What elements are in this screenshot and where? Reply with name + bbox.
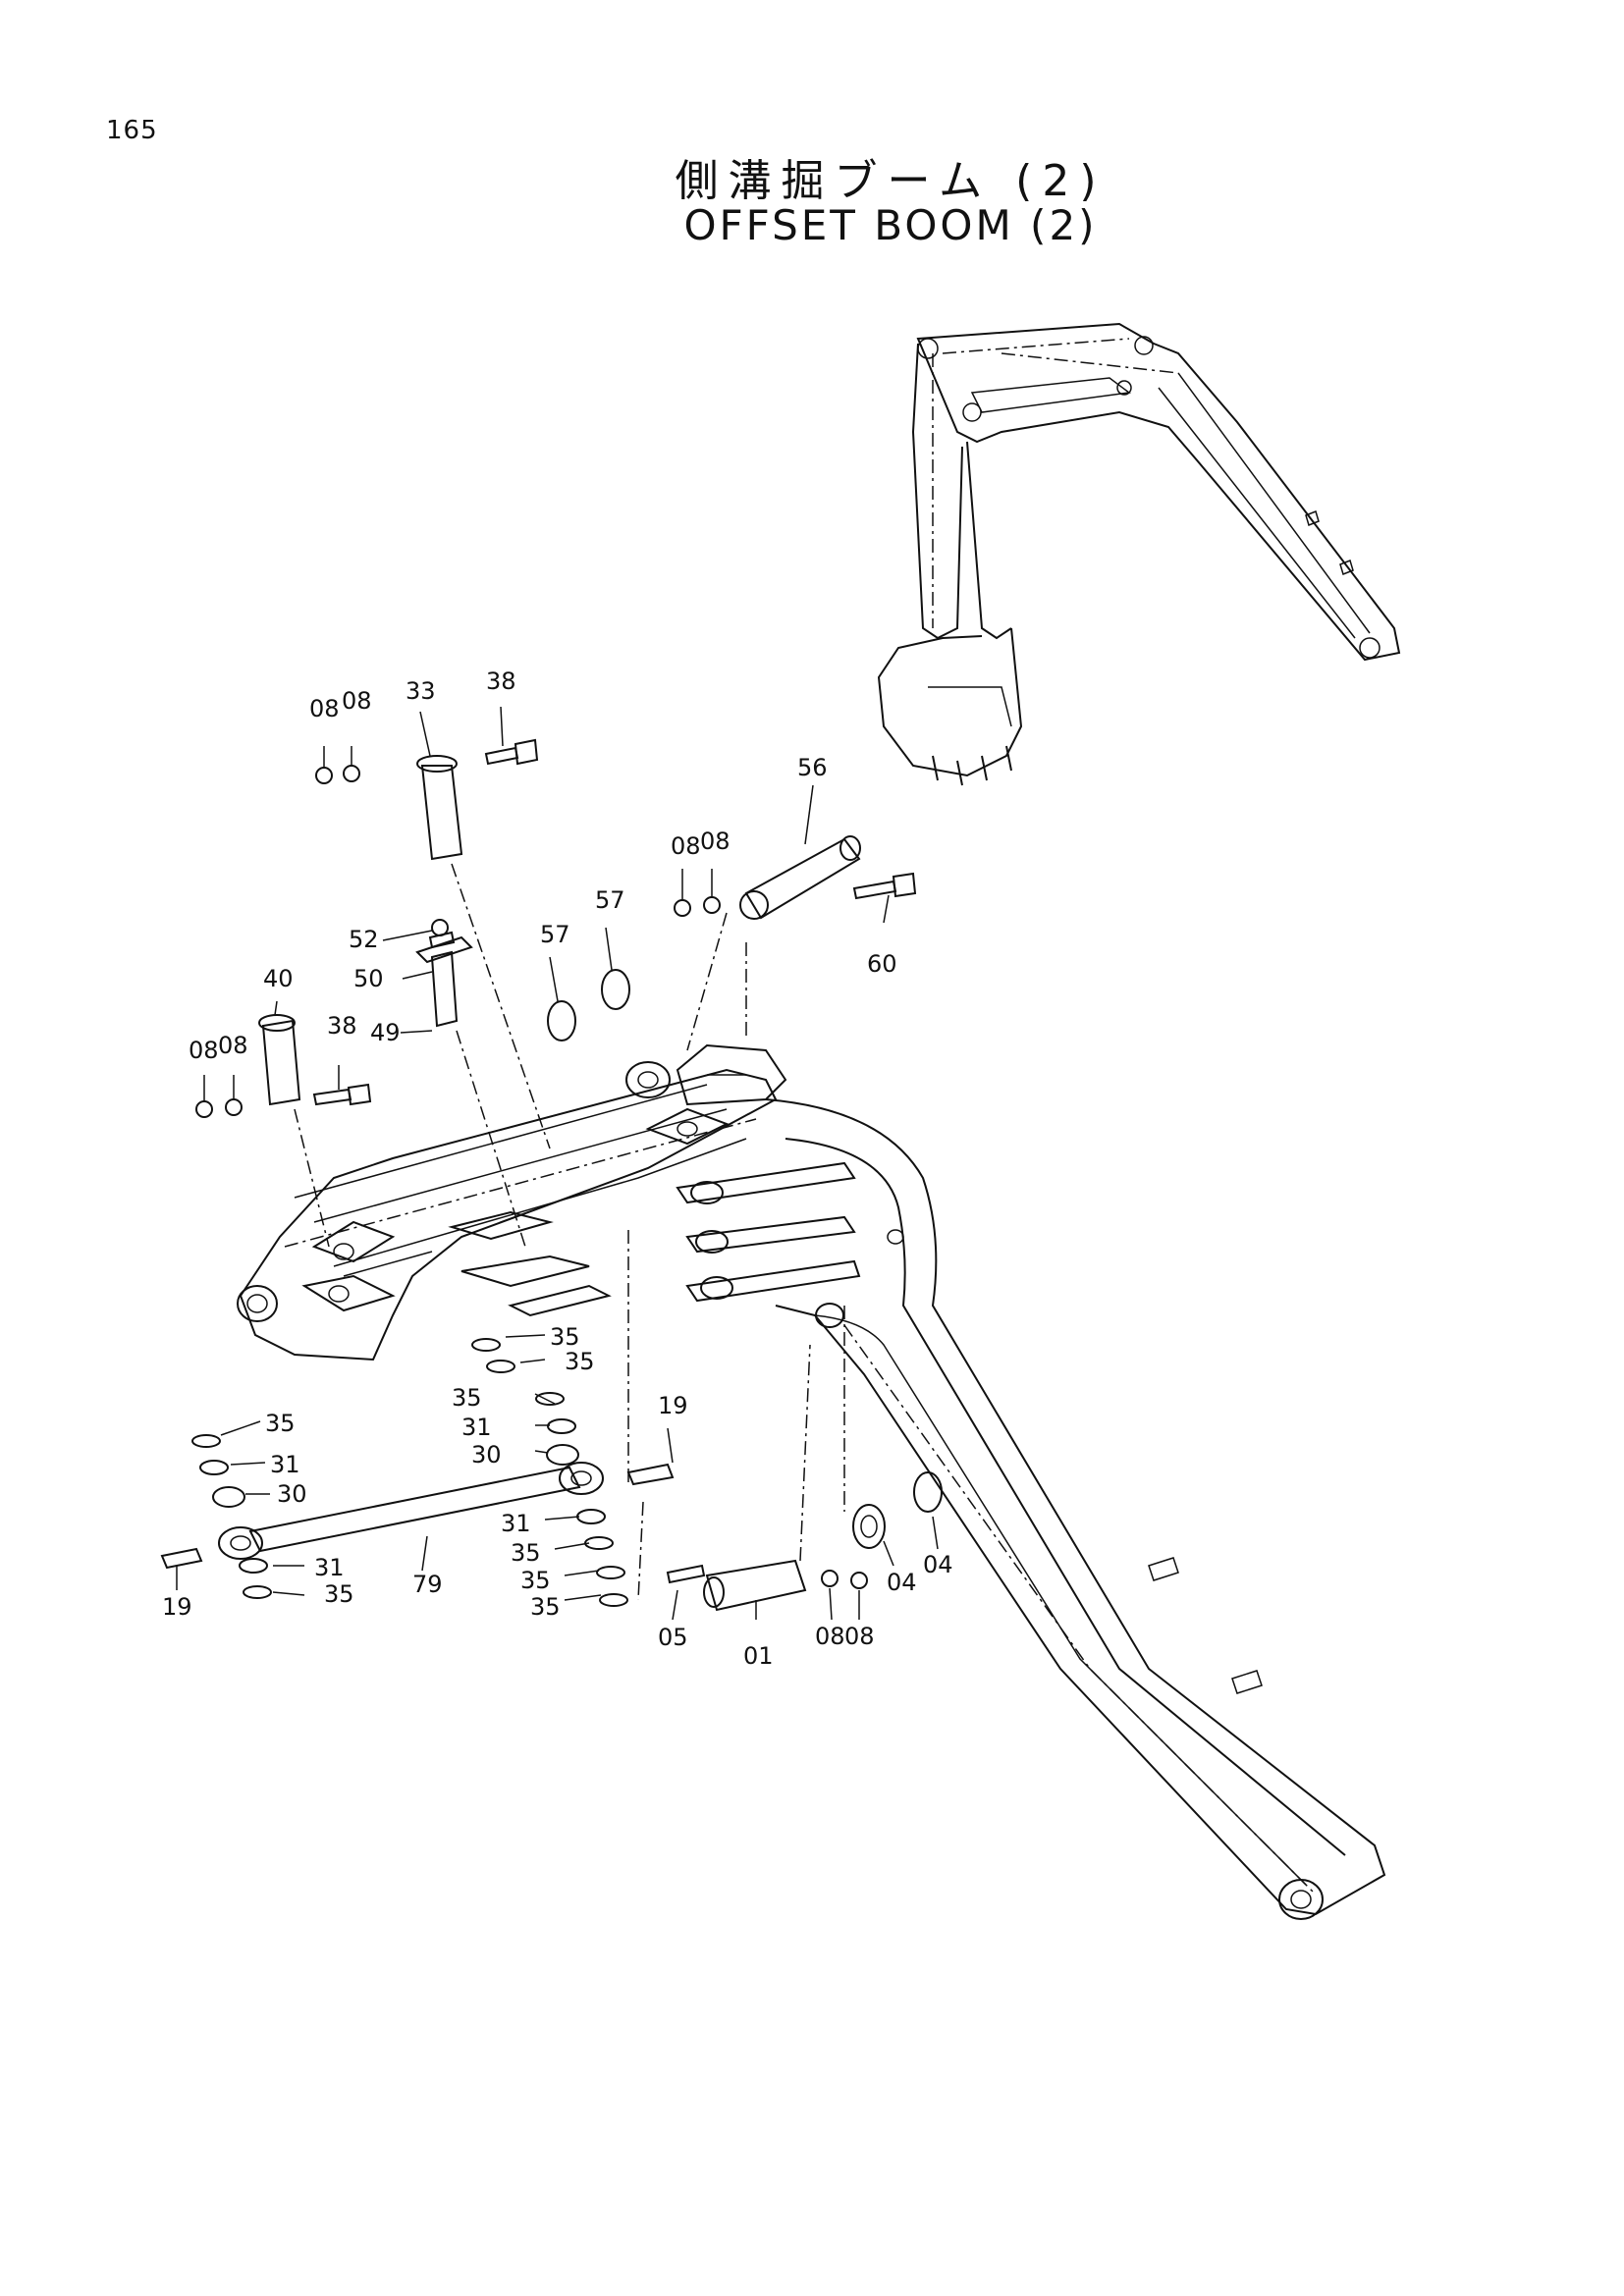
callout-57: 57 <box>595 886 625 914</box>
callout-35: 35 <box>520 1567 551 1594</box>
callout-35: 35 <box>530 1593 561 1621</box>
callout-08: 08 <box>844 1623 875 1650</box>
pin-56-assembly <box>674 835 917 1051</box>
callout-35: 35 <box>324 1580 354 1608</box>
title-english: OFFSET BOOM (2) <box>683 201 1098 249</box>
callout-79: 79 <box>412 1571 443 1598</box>
callout-60: 60 <box>867 950 897 978</box>
callout-50: 50 <box>353 965 384 992</box>
callout-35: 35 <box>550 1323 580 1351</box>
pin-01-assembly <box>666 1344 868 1612</box>
callout-56: 56 <box>797 754 828 781</box>
link-rod-79 <box>160 1462 675 1570</box>
washers-04 <box>843 1306 943 1549</box>
callout-08: 08 <box>671 832 701 860</box>
callout-49: 49 <box>370 1019 401 1046</box>
callout-08: 08 <box>309 695 340 722</box>
callout-52: 52 <box>349 926 379 953</box>
callout-35: 35 <box>511 1539 541 1567</box>
callout-31: 31 <box>314 1554 345 1581</box>
page-number: 165 <box>106 116 158 145</box>
callout-19: 19 <box>658 1392 688 1419</box>
callout-31: 31 <box>501 1510 531 1537</box>
callout-35: 35 <box>565 1348 595 1375</box>
title-japanese: 側溝掘ブーム (2) <box>675 156 1107 206</box>
callout-38: 38 <box>486 667 516 695</box>
callout-04: 04 <box>887 1569 917 1596</box>
callout-01: 01 <box>743 1642 774 1670</box>
part-callouts: 08 08 33 38 56 08 08 57 57 60 52 50 49 4… <box>162 667 953 1670</box>
callout-31: 31 <box>270 1451 300 1478</box>
offset-boom-main <box>237 1043 1386 1920</box>
callout-33: 33 <box>406 677 436 705</box>
callout-08: 08 <box>815 1623 845 1650</box>
callout-30: 30 <box>277 1480 307 1508</box>
callout-31: 31 <box>461 1414 492 1441</box>
pin-40-assembly <box>195 1014 372 1248</box>
callout-05: 05 <box>658 1624 688 1651</box>
callout-08: 08 <box>189 1037 219 1064</box>
pin-49-assembly <box>415 919 526 1248</box>
callout-57: 57 <box>540 921 570 948</box>
callout-04: 04 <box>923 1551 953 1578</box>
callout-40: 40 <box>263 965 294 992</box>
callout-35: 35 <box>452 1384 482 1412</box>
leader-lines <box>176 706 939 1621</box>
callout-08: 08 <box>700 828 731 855</box>
callout-08: 08 <box>218 1032 248 1059</box>
callout-38: 38 <box>327 1012 357 1040</box>
callout-19: 19 <box>162 1593 192 1621</box>
washers-57 <box>547 969 630 1041</box>
inset-attachment-drawing <box>877 322 1401 786</box>
callout-30: 30 <box>471 1441 502 1468</box>
callout-08: 08 <box>342 687 372 715</box>
callout-35: 35 <box>265 1410 296 1437</box>
